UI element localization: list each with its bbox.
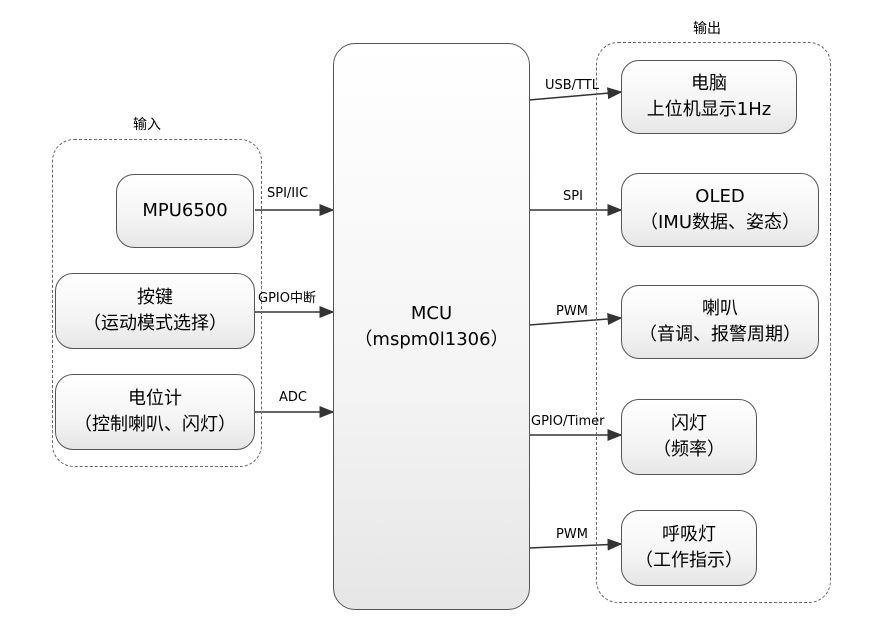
output-box-oled-title: OLED (695, 186, 745, 207)
edge-label-pwm-speaker: PWM (556, 304, 588, 319)
arrow-mcu-to-speaker (528, 313, 623, 326)
edge-label-pwm-breathing: PWM (556, 527, 588, 542)
input-box-button-subtitle: （运动模式选择） (83, 313, 227, 334)
edge-label-gpio-timer: GPIO/Timer (531, 414, 605, 429)
mcu-box: MCU （mspm0l1306） (333, 43, 530, 610)
mcu-title: MCU (410, 302, 453, 324)
edge-label-spi: SPI (563, 189, 583, 204)
output-box-pc-subtitle: 上位机显示1Hz (646, 99, 772, 120)
output-box-pc: 电脑 上位机显示1Hz (621, 60, 797, 134)
input-box-button: 按键 （运动模式选择） (55, 273, 255, 349)
output-box-flash-light-title: 闪灯 (671, 413, 707, 434)
output-box-oled-subtitle: （IMU数据、姿态） (639, 212, 800, 233)
mcu-subtitle: （mspm0l1306） (354, 328, 509, 350)
edge-label-spi-iic: SPI/IIC (267, 186, 309, 201)
edge-label-adc: ADC (279, 390, 307, 405)
output-box-speaker: 喇叭 （音调、报警周期） (621, 285, 819, 359)
input-box-potentiometer: 电位计 （控制喇叭、闪灯） (55, 374, 255, 450)
input-box-button-title: 按键 (137, 287, 173, 308)
arrow-mcu-to-breathing-light (528, 538, 623, 551)
output-box-flash-light-subtitle: （频率） (653, 439, 725, 460)
output-box-speaker-title: 喇叭 (702, 298, 738, 319)
edge-label-usb-ttl: USB/TTL (545, 78, 599, 93)
output-group-label: 输出 (693, 21, 721, 37)
output-box-breathing-light-subtitle: （工作指示） (635, 550, 743, 571)
input-box-potentiometer-title: 电位计 (128, 388, 182, 409)
output-group (596, 42, 831, 603)
output-box-pc-title: 电脑 (691, 73, 727, 94)
arrow-mcu-to-pc (528, 87, 623, 101)
input-box-mpu6500: MPU6500 (116, 174, 254, 248)
output-box-flash-light: 闪灯 （频率） (621, 399, 757, 475)
edge-label-gpio-interrupt: GPIO中断 (258, 291, 316, 306)
output-box-breathing-light-title: 呼吸灯 (662, 524, 716, 545)
output-box-oled: OLED （IMU数据、姿态） (621, 173, 819, 247)
input-group-label: 输入 (133, 117, 161, 133)
input-box-potentiometer-subtitle: （控制喇叭、闪灯） (74, 414, 236, 435)
input-group (52, 139, 262, 467)
input-box-mpu6500-title: MPU6500 (142, 200, 228, 221)
output-box-speaker-subtitle: （音调、报警周期） (639, 324, 801, 345)
output-box-breathing-light: 呼吸灯 （工作指示） (621, 510, 757, 586)
